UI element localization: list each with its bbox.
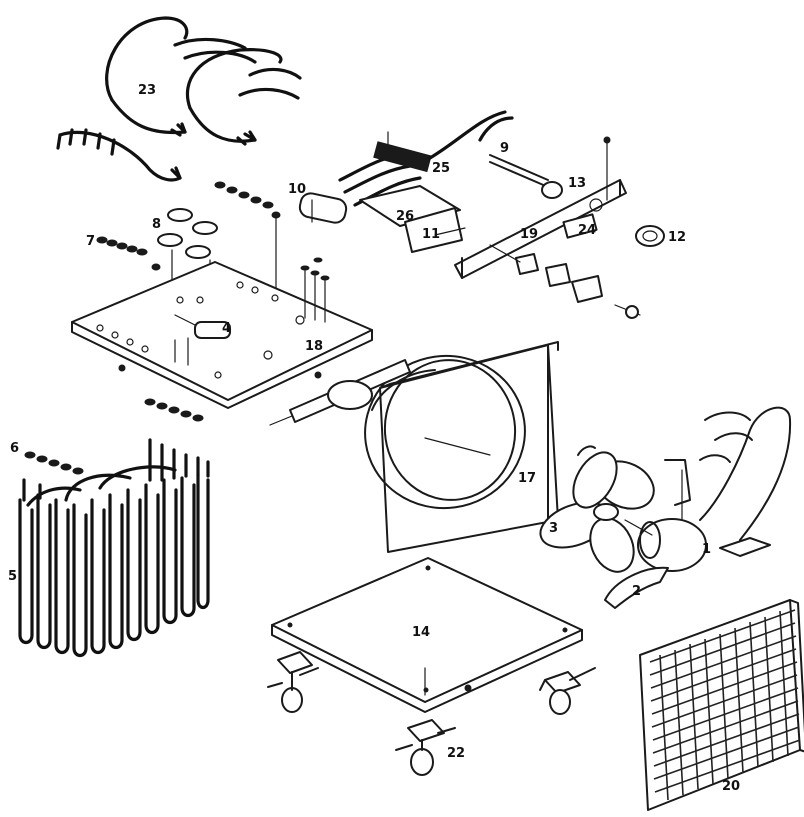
switch-24 [562, 213, 598, 239]
callout-5: 5 [8, 569, 17, 584]
callout-22: 22 [447, 746, 465, 761]
callout-8: 8 [152, 217, 161, 232]
callout-13: 13 [568, 176, 586, 191]
shaft-9 [478, 116, 549, 188]
callout-9: 9 [500, 141, 509, 156]
chassis-base-14 [271, 557, 583, 713]
callout-7: 7 [86, 234, 95, 249]
callout-6: 6 [10, 441, 19, 456]
callout-17: 17 [518, 471, 536, 486]
knob-12 [635, 225, 665, 247]
fan-blade-3 [539, 445, 655, 573]
bracket-11 [404, 207, 466, 253]
callout-3: 3 [549, 521, 558, 536]
control-panel-19 [454, 136, 627, 279]
callout-4: 4 [222, 321, 231, 336]
grille-20 [639, 599, 804, 811]
callout-18: 18 [305, 339, 323, 354]
callout-1: 1 [702, 542, 711, 557]
knob-13 [541, 181, 563, 199]
capacitor-10 [298, 192, 348, 224]
callout-24: 24 [578, 223, 596, 238]
terminal-block-25 [338, 110, 507, 207]
washers-top-stack [214, 181, 281, 299]
panel-small-parts [489, 244, 641, 319]
caster-22-left [267, 651, 319, 713]
callout-25: 25 [432, 161, 450, 176]
callout-14: 14 [412, 625, 430, 640]
fan-motor-1 [624, 406, 792, 572]
caster-22-right [539, 667, 596, 715]
motor-mount-bar [269, 359, 411, 426]
callout-2: 2 [632, 584, 641, 599]
washers-element-top [144, 398, 204, 422]
heating-elements-5 [18, 438, 210, 658]
caster-22-front [395, 719, 456, 776]
wire-harness-23 [56, 16, 302, 182]
guard-2 [604, 566, 669, 609]
callout-11: 11 [422, 227, 440, 242]
washers-6 [24, 451, 84, 475]
callout-20: 20 [722, 779, 740, 794]
callout-26: 26 [396, 209, 414, 224]
callout-10: 10 [288, 182, 306, 197]
callout-12: 12 [668, 230, 686, 245]
callout-labels: 1 2 3 4 5 6 7 8 9 10 11 12 13 14 17 18 1… [8, 83, 740, 794]
washers-7 [96, 236, 161, 271]
bolts-18 [300, 257, 330, 323]
callout-19: 19 [520, 227, 538, 242]
base-plate-18 [71, 261, 373, 409]
callout-23: 23 [138, 83, 156, 98]
fan-shroud-17 [364, 341, 559, 553]
